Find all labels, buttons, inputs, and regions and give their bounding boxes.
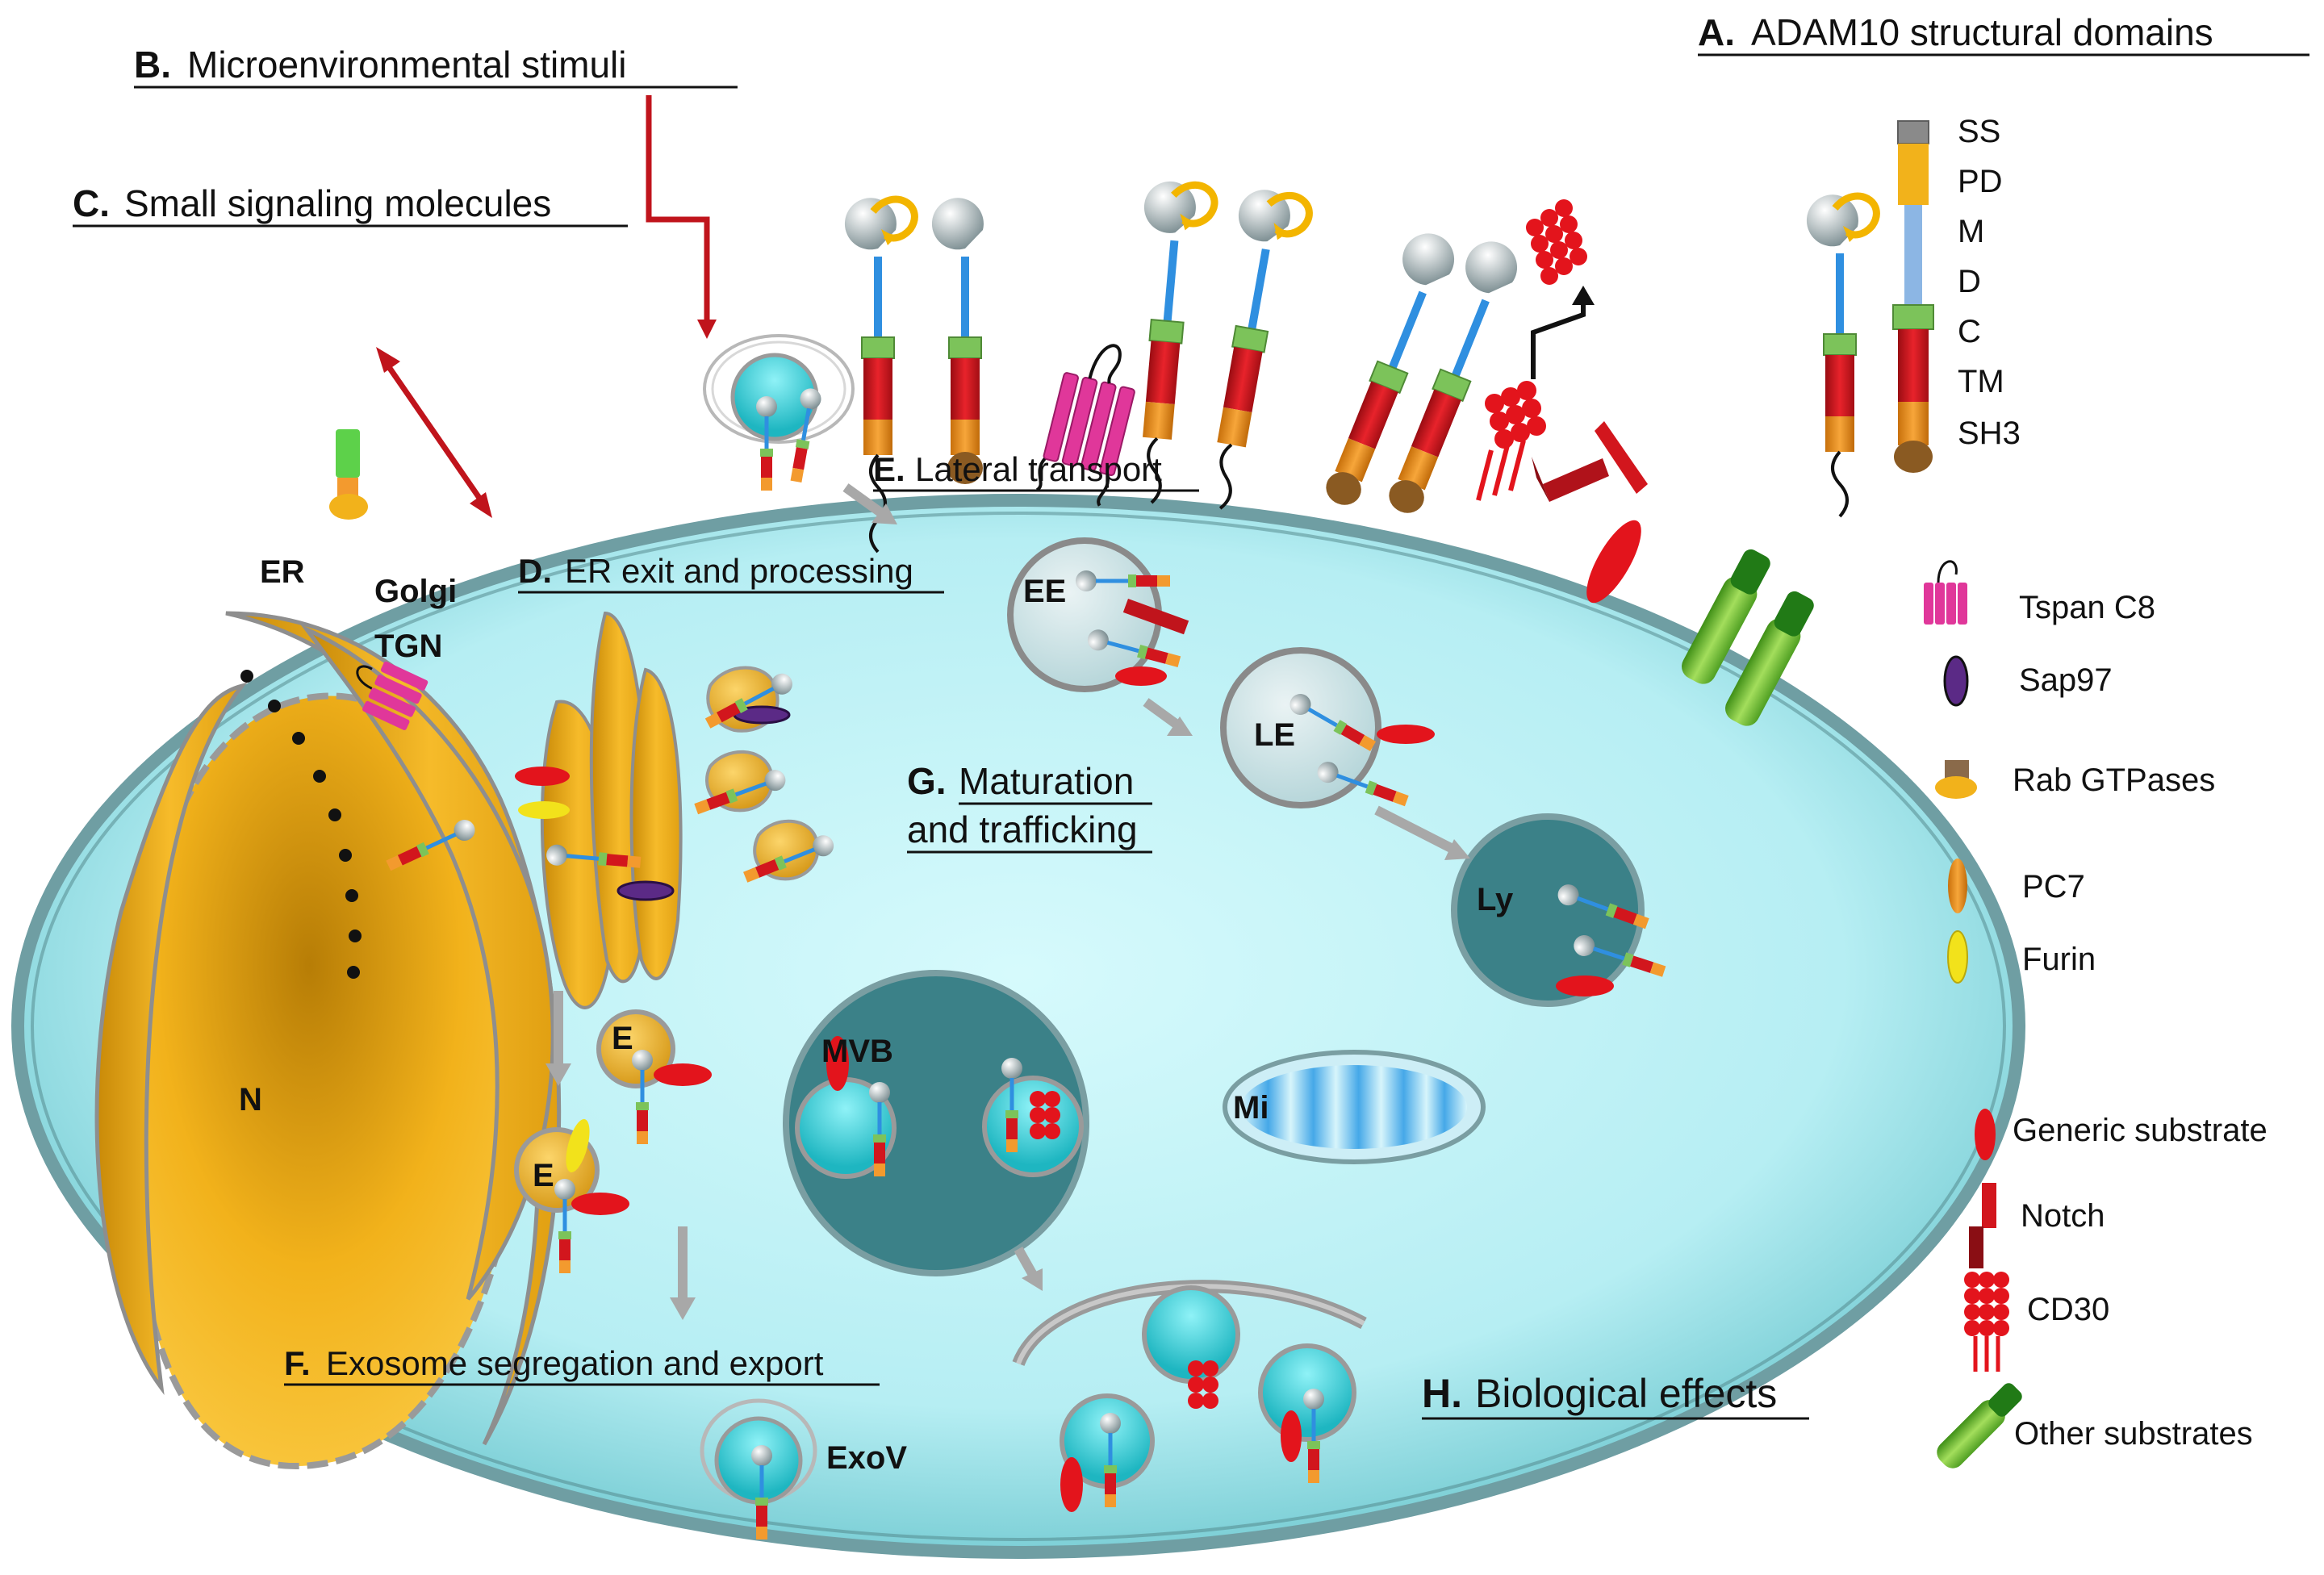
label-e2: E xyxy=(533,1158,554,1193)
svg-text:C: C xyxy=(1958,314,1981,349)
pc7-icon xyxy=(1948,859,1967,913)
svg-text:CD30: CD30 xyxy=(2027,1292,2109,1327)
svg-text:H.: H. xyxy=(1422,1371,1462,1416)
multivesicular-body xyxy=(783,970,1089,1276)
label-er: ER xyxy=(260,554,305,590)
label-golgi: Golgi xyxy=(374,574,457,609)
er-furin xyxy=(518,801,570,819)
svg-text:and trafficking: and trafficking xyxy=(907,808,1138,850)
domain-diagram: SS PD M D C TM SH3 xyxy=(1805,114,2021,518)
small-molecules-arrow xyxy=(376,347,492,518)
membrane-adam10-5 xyxy=(1317,224,1463,505)
label-mvb: MVB xyxy=(821,1034,893,1069)
svg-text:M: M xyxy=(1958,214,1984,249)
er-sap97 xyxy=(617,880,675,901)
heading-h: H. Biological effects xyxy=(1422,1371,1809,1420)
svg-text:PC7: PC7 xyxy=(2022,869,2085,904)
svg-text:C.: C. xyxy=(73,182,110,224)
heading-a: A. ADAM10 structural domains xyxy=(1698,11,2309,56)
svg-text:PD: PD xyxy=(1958,164,2003,199)
svg-text:B.: B. xyxy=(134,44,171,86)
svg-text:F.: F. xyxy=(284,1344,311,1382)
heading-e: E. Lateral transport xyxy=(873,450,1199,492)
ribosome-dots xyxy=(240,670,362,979)
mitochondrion xyxy=(1223,1050,1486,1164)
svg-text:Small signaling molecules: Small signaling molecules xyxy=(124,182,551,224)
generic-substrate-icon xyxy=(1975,1109,1996,1160)
tspan-c8-icon xyxy=(1924,560,1967,625)
endocytic-vesicle xyxy=(703,334,855,444)
svg-text:Exosome segregation and export: Exosome segregation and export xyxy=(326,1344,824,1382)
notch-icon xyxy=(1969,1183,1996,1268)
membrane-notch xyxy=(1532,421,1648,502)
label-tgn: TGN xyxy=(374,629,442,664)
heading-f: F. Exosome segregation and export xyxy=(284,1344,880,1386)
svg-text:Lateral transport: Lateral transport xyxy=(915,450,1162,488)
svg-text:TM: TM xyxy=(1958,364,2004,399)
membrane-generic-substrate xyxy=(1586,520,1641,604)
label-nucleus: N xyxy=(239,1082,262,1118)
tgn-tspan-c8 xyxy=(356,661,428,730)
heading-c: C. Small signaling molecules xyxy=(73,182,628,228)
membrane-adam10-6 xyxy=(1380,232,1526,513)
other-substrates-icon xyxy=(1937,1383,2022,1468)
er-generic-substrate xyxy=(515,767,570,786)
label-e1: E xyxy=(612,1021,633,1056)
svg-text:ADAM10 structural domains: ADAM10 structural domains xyxy=(1751,11,2213,53)
heading-g: G. Maturation and trafficking xyxy=(907,760,1152,854)
golgi-cisterna xyxy=(300,624,555,1301)
svg-text:Other substrates: Other substrates xyxy=(2014,1416,2253,1452)
legend: Tspan C8 Sap97 Rab GTPases PC7 Furin Gen… xyxy=(1924,560,2268,1468)
trafficking-arrows xyxy=(545,483,1470,1320)
rab-gtpase xyxy=(329,429,368,520)
svg-text:Microenvironmental stimuli: Microenvironmental stimuli xyxy=(187,44,627,86)
heading-b: B. Microenvironmental stimuli xyxy=(134,44,738,89)
cd30-shed-fragment xyxy=(1526,199,1595,379)
membrane-tspan-c8 xyxy=(1035,344,1135,507)
heading-d: D. ER exit and processing xyxy=(518,552,944,594)
label-ee: EE xyxy=(1023,574,1066,609)
late-endosome xyxy=(1220,647,1381,808)
membrane-adam10-4 xyxy=(1198,185,1312,510)
svg-text:SH3: SH3 xyxy=(1958,416,2021,451)
svg-text:Rab GTPases: Rab GTPases xyxy=(2013,762,2215,798)
svg-text:G.: G. xyxy=(907,760,947,802)
domain-bar xyxy=(1892,120,1934,473)
membrane-adam10-1 xyxy=(843,198,914,554)
microenvironment-arrow xyxy=(646,95,717,339)
endosome-e1 xyxy=(596,1009,675,1088)
svg-text:Sap97: Sap97 xyxy=(2019,662,2113,698)
membrane-cd30 xyxy=(1476,381,1546,501)
label-le: LE xyxy=(1254,717,1295,753)
svg-text:E.: E. xyxy=(873,450,905,488)
svg-text:SS: SS xyxy=(1958,114,2000,149)
cd30-icon xyxy=(1964,1272,2009,1372)
membrane-adam10-2 xyxy=(930,197,984,484)
svg-text:D.: D. xyxy=(518,552,552,590)
furin-icon xyxy=(1947,930,1968,984)
svg-text:Tspan C8: Tspan C8 xyxy=(2019,590,2155,625)
rab-gtpase-icon xyxy=(1935,760,1977,799)
svg-text:D: D xyxy=(1958,264,1981,299)
svg-text:Biological effects: Biological effects xyxy=(1475,1371,1777,1416)
svg-text:Notch: Notch xyxy=(2021,1198,2105,1234)
svg-text:Generic substrate: Generic substrate xyxy=(2013,1113,2268,1148)
membrane-other-substrates xyxy=(1682,549,1814,726)
svg-text:ER exit and processing: ER exit and processing xyxy=(565,552,913,590)
sap97-icon xyxy=(1943,655,1969,707)
lysosome xyxy=(1451,813,1645,1007)
label-mi: Mi xyxy=(1233,1090,1269,1126)
membrane-adam10-3 xyxy=(1123,178,1216,504)
svg-text:A.: A. xyxy=(1698,11,1735,53)
label-ly: Ly xyxy=(1477,882,1514,917)
svg-text:Maturation: Maturation xyxy=(959,760,1134,802)
svg-text:Furin: Furin xyxy=(2022,942,2096,977)
label-exov: ExoV xyxy=(826,1440,907,1476)
